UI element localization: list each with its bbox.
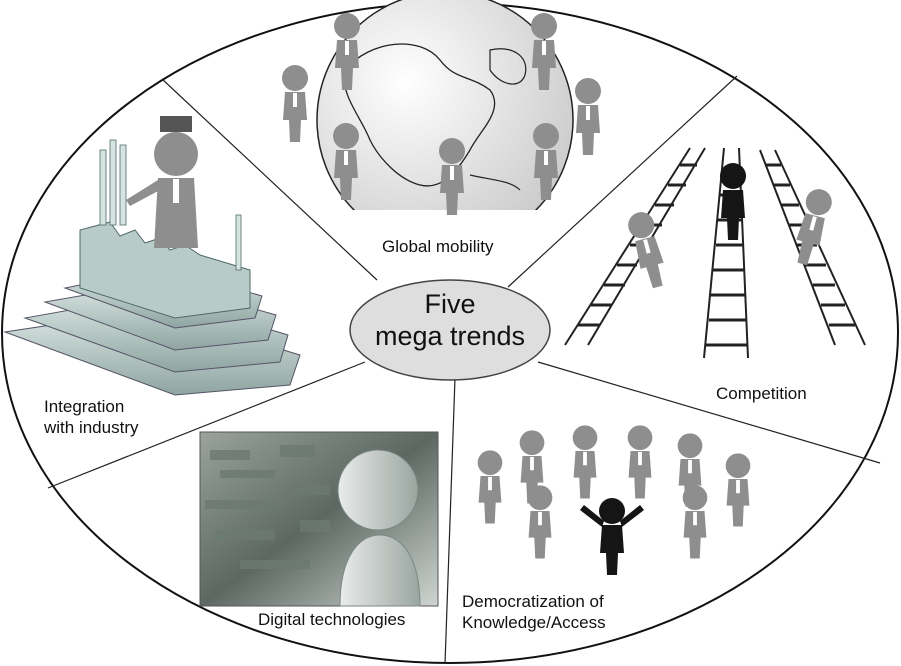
center-title-line1: Five — [424, 289, 476, 319]
center-ellipse — [349, 279, 551, 381]
factory-icon — [3, 116, 301, 396]
label-competition: Competition — [716, 384, 807, 403]
label-integration: Integration with industry — [44, 396, 138, 438]
label-democratization: Democratization of Knowledge/Access — [462, 591, 606, 633]
label-democratization-line2: Knowledge/Access — [462, 613, 606, 632]
label-global-mobility: Global mobility — [382, 237, 494, 256]
label-democratization-line1: Democratization of — [462, 592, 604, 611]
center-title: Five mega trends — [350, 288, 550, 352]
segment-dividers — [47, 75, 881, 665]
label-integration-line1: Integration — [44, 397, 125, 416]
digital-head-icon — [199, 431, 439, 607]
globe-with-people-icon — [282, 0, 601, 215]
label-integration-line2: with industry — [44, 418, 139, 437]
label-digital-technologies: Digital technologies — [258, 610, 406, 629]
people-circle-icon — [477, 425, 751, 575]
center-title-line2: mega trends — [374, 321, 526, 351]
